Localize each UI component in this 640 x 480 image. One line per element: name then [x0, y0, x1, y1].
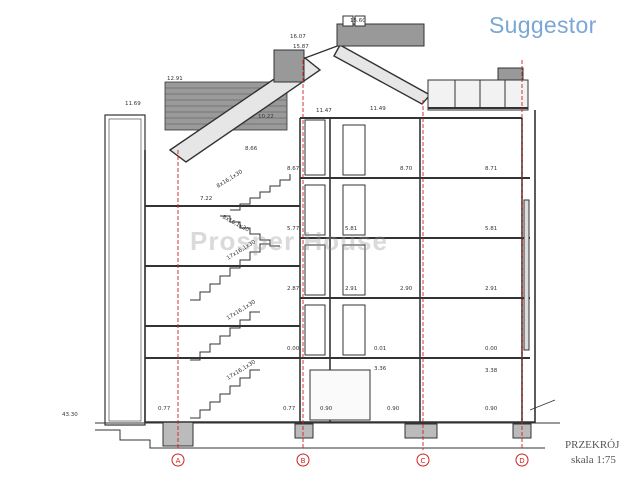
- floor-slabs: [145, 117, 530, 359]
- axis-markers: [171, 453, 529, 467]
- level-annotation: 2.91: [345, 286, 357, 292]
- level-annotation: 5.81: [485, 226, 497, 232]
- axis-label-a: A: [176, 457, 181, 465]
- level-annotation: 8.71: [485, 166, 497, 172]
- level-annotation: 2.91: [485, 286, 497, 292]
- foundation-footings: [162, 421, 532, 447]
- level-annotation: 11.69: [125, 101, 141, 107]
- title-block-scale: skala 1:75: [571, 454, 616, 466]
- level-annotation: 16.07: [290, 34, 306, 40]
- axis-lines: [177, 60, 523, 450]
- axis-label-c: C: [421, 457, 426, 465]
- level-annotation: 5.81: [345, 226, 357, 232]
- level-annotation: 12.91: [167, 76, 183, 82]
- level-annotation: 0.77: [283, 406, 296, 412]
- level-annotation: 3.38: [485, 368, 498, 374]
- level-annotation: 8.70: [400, 166, 413, 172]
- level-annotation: 0.90: [320, 406, 333, 412]
- level-annotation: 15.60: [350, 18, 366, 24]
- level-annotation: 3.36: [374, 366, 387, 372]
- level-annotation: 43.30: [62, 412, 78, 418]
- stair-annotation: 17x16,1x30: [226, 299, 257, 322]
- level-annotation: 0.90: [485, 406, 498, 412]
- stair-annotation: 8x16,1x30: [216, 169, 244, 190]
- level-annotation: 0.77: [158, 406, 171, 412]
- level-annotation: 11.47: [316, 108, 332, 114]
- inner-walls: [304, 119, 530, 421]
- level-annotation: 0.90: [387, 406, 400, 412]
- watermark: Prosper House: [190, 226, 388, 256]
- main-roof: [168, 44, 432, 163]
- level-annotation: 8.66: [245, 146, 258, 152]
- level-annotation: 15.87: [293, 44, 309, 50]
- level-annotation: 5.77: [287, 226, 300, 232]
- left-stack: [104, 114, 146, 426]
- right-terrace: [427, 79, 529, 111]
- brand-logo: Suggestor: [489, 12, 597, 38]
- title-block-title: PRZEKRÓJ: [565, 439, 620, 451]
- level-annotation: 0.00: [287, 346, 300, 352]
- level-annotation: 8.67: [287, 166, 300, 172]
- level-annotation: 0.01: [374, 346, 386, 352]
- axis-label-b: B: [301, 457, 306, 465]
- level-annotation: 11.49: [370, 106, 386, 112]
- level-annotation: 10.22: [258, 114, 274, 120]
- staircases: [190, 174, 291, 419]
- level-annotation: 2.87: [287, 286, 300, 292]
- level-annotation: 7.22: [200, 196, 212, 202]
- level-annotation: 2.90: [400, 286, 413, 292]
- level-annotation: 0.00: [485, 346, 498, 352]
- axis-label-d: D: [519, 457, 524, 465]
